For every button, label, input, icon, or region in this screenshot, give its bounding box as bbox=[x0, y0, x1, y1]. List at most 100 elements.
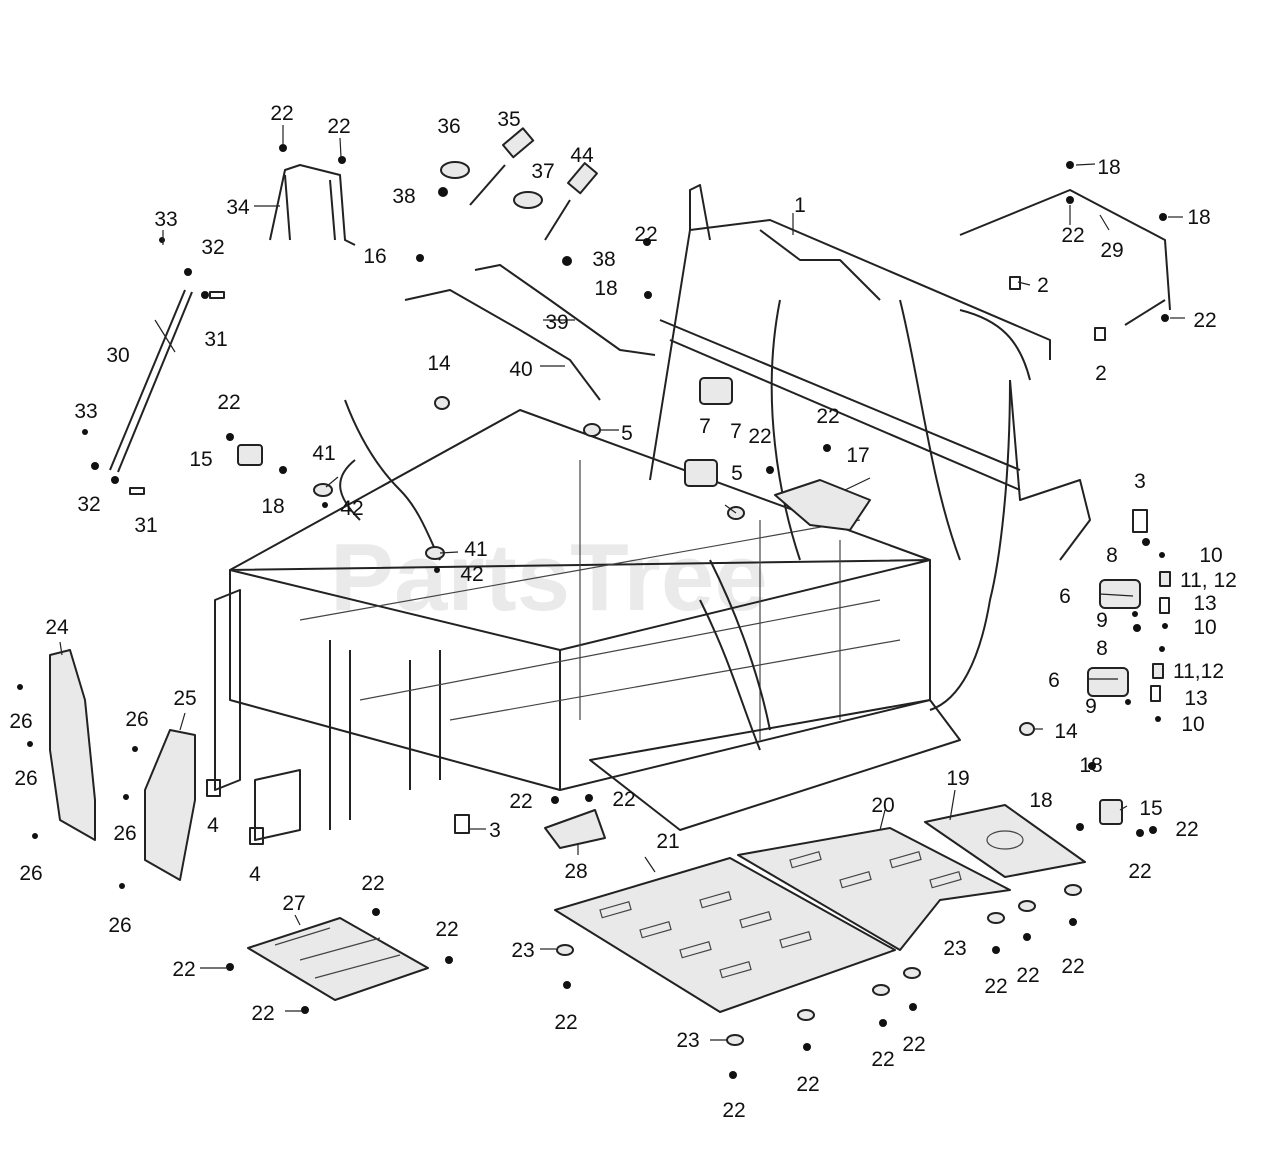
callout-22: 22 bbox=[554, 1011, 577, 1034]
callout-7: 7 bbox=[699, 415, 711, 438]
callout-33: 33 bbox=[154, 208, 177, 231]
callout-10: 10 bbox=[1193, 616, 1216, 639]
callout-1: 1 bbox=[794, 194, 806, 217]
callout-42: 42 bbox=[340, 497, 363, 520]
callout-18: 18 bbox=[261, 495, 284, 518]
callout-22: 22 bbox=[1193, 309, 1216, 332]
roll-bar-29 bbox=[959, 189, 1171, 326]
callout-22: 22 bbox=[634, 223, 657, 246]
callout-18: 18 bbox=[594, 277, 617, 300]
bracket-17 bbox=[774, 479, 871, 531]
callout-18: 18 bbox=[1079, 754, 1102, 777]
spacer-13 bbox=[1150, 597, 1170, 702]
callout-22: 22 bbox=[796, 1073, 819, 1096]
buckle-36 bbox=[440, 161, 470, 179]
floor-panel-19 bbox=[924, 804, 1086, 878]
callout-13: 13 bbox=[1184, 687, 1207, 710]
plate-3-4 bbox=[206, 276, 1148, 845]
callout-5: 5 bbox=[731, 462, 743, 485]
callout-30: 30 bbox=[106, 344, 129, 367]
floor-panel-21 bbox=[554, 857, 896, 1013]
gas-strut-30 bbox=[109, 289, 193, 473]
callout-6: 6 bbox=[1048, 669, 1060, 692]
callout-9: 9 bbox=[1096, 609, 1108, 632]
callout-16: 16 bbox=[363, 245, 386, 268]
callout-36: 36 bbox=[437, 115, 460, 138]
callout-39: 39 bbox=[545, 311, 568, 334]
callout-23: 23 bbox=[676, 1029, 699, 1052]
callout-13: 13 bbox=[1193, 592, 1216, 615]
callout-32: 32 bbox=[77, 493, 100, 516]
main-frame bbox=[214, 184, 1091, 841]
callout-31: 31 bbox=[204, 328, 227, 351]
callout-22: 22 bbox=[748, 425, 771, 448]
callout-10: 10 bbox=[1181, 713, 1204, 736]
callout-14: 14 bbox=[427, 352, 451, 375]
callout-4: 4 bbox=[207, 814, 219, 837]
bracket-15-left bbox=[237, 444, 263, 466]
callout-22: 22 bbox=[871, 1048, 894, 1071]
callout-18: 18 bbox=[1097, 156, 1120, 179]
callout-23: 23 bbox=[943, 937, 966, 960]
callout-18: 18 bbox=[1187, 206, 1210, 229]
bracket-28 bbox=[544, 809, 606, 849]
callout-28: 28 bbox=[564, 860, 587, 883]
spring-11-12 bbox=[1152, 571, 1171, 679]
callout-17: 17 bbox=[846, 444, 869, 467]
callout-22: 22 bbox=[270, 102, 293, 125]
callout-22: 22 bbox=[435, 918, 458, 941]
callout-15: 15 bbox=[189, 448, 212, 471]
callout-22: 22 bbox=[327, 115, 350, 138]
callout-4: 4 bbox=[249, 863, 261, 886]
callout-22: 22 bbox=[902, 1033, 925, 1056]
callout-8: 8 bbox=[1096, 637, 1108, 660]
callout-38: 38 bbox=[592, 248, 615, 271]
callout-22: 22 bbox=[722, 1099, 745, 1122]
bumper-5 bbox=[583, 423, 745, 520]
callout-22: 22 bbox=[361, 872, 384, 895]
fasteners bbox=[17, 144, 1169, 1079]
callout-26: 26 bbox=[125, 708, 148, 731]
watermark: PartsTree bbox=[330, 524, 768, 631]
callout-11-12: 11,12 bbox=[1173, 660, 1224, 683]
callout-19: 19 bbox=[946, 767, 969, 790]
callout-15: 15 bbox=[1139, 797, 1162, 820]
callout-26: 26 bbox=[108, 914, 131, 937]
callout-22: 22 bbox=[984, 975, 1007, 998]
callout-7: 7 bbox=[730, 420, 742, 443]
callout-31: 31 bbox=[134, 514, 157, 537]
callout-22: 22 bbox=[1061, 224, 1084, 247]
callout-6: 6 bbox=[1059, 585, 1071, 608]
callout-2: 2 bbox=[1037, 274, 1049, 297]
callout-5: 5 bbox=[621, 422, 633, 445]
callout-2: 2 bbox=[1095, 362, 1107, 385]
callout-42: 42 bbox=[460, 563, 483, 586]
floor-panel-20 bbox=[737, 827, 1011, 951]
callout-29: 29 bbox=[1100, 239, 1123, 262]
callout-38: 38 bbox=[392, 185, 415, 208]
callout-22: 22 bbox=[1016, 964, 1039, 987]
callout-35: 35 bbox=[497, 108, 520, 131]
callout-22: 22 bbox=[172, 958, 195, 981]
callout-37: 37 bbox=[531, 160, 554, 183]
callout-44: 44 bbox=[570, 144, 594, 167]
callout-labels: 1 2 2 3 3 4 4 5 5 6 6 7 7 8 8 9 9 10 10 … bbox=[9, 102, 1237, 1122]
callout-22: 22 bbox=[816, 405, 839, 428]
callout-20: 20 bbox=[871, 794, 894, 817]
callout-22: 22 bbox=[251, 1002, 274, 1025]
callout-23: 23 bbox=[511, 939, 534, 962]
callout-10: 10 bbox=[1199, 544, 1222, 567]
callout-9: 9 bbox=[1085, 695, 1097, 718]
skid-plate-27 bbox=[247, 917, 429, 1001]
callout-8: 8 bbox=[1106, 544, 1118, 567]
callout-11-12: 11, 12 bbox=[1180, 569, 1237, 592]
callout-41: 41 bbox=[312, 442, 335, 465]
callout-34: 34 bbox=[226, 196, 250, 219]
latch-7-lower bbox=[684, 459, 718, 487]
leader-lines bbox=[59, 125, 1185, 1041]
callout-22: 22 bbox=[1061, 955, 1084, 978]
bracket-15-right bbox=[1099, 799, 1123, 825]
callout-22: 22 bbox=[509, 790, 532, 813]
callout-21: 21 bbox=[656, 830, 679, 853]
